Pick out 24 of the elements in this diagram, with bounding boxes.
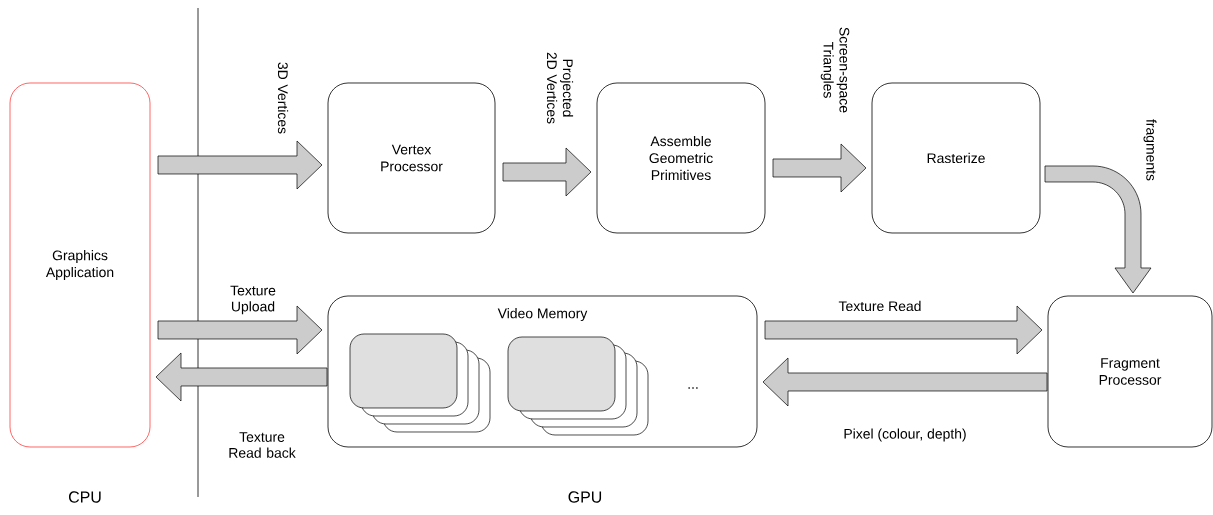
block-arrow: [155, 352, 328, 402]
edge-label: Screen-space Triangles: [820, 27, 850, 113]
block-arrow: [762, 357, 1048, 407]
region-label: CPU: [69, 491, 101, 503]
ellipsis-mark: ...: [688, 387, 698, 389]
edge-label: Projected 2D Vertices: [546, 52, 574, 124]
block-arrow: [157, 140, 323, 190]
block-arrow: [502, 147, 592, 197]
region-label: GPU: [568, 491, 602, 503]
application-box: Graphics Application: [9, 82, 151, 448]
process-box: Fragment Processor: [1047, 295, 1213, 448]
edge-label: fragments: [1143, 119, 1157, 181]
edge-label: Texture Upload: [230, 285, 276, 315]
block-arrow: [1044, 165, 1152, 294]
process-box: Vertex Processor: [327, 82, 496, 234]
block-arrow: [157, 305, 323, 355]
block-arrow: [772, 143, 867, 193]
edge-label: Texture Read: [838, 300, 921, 312]
block-arrow: [764, 305, 1043, 355]
process-box: Rasterize: [871, 82, 1041, 234]
edge-label: 3D Vertices: [277, 62, 289, 134]
process-box: Assemble Geometric Primitives: [596, 82, 766, 234]
edge-label: Texture Read back: [229, 432, 296, 458]
edge-label: Pixel (colour, depth): [844, 428, 966, 442]
